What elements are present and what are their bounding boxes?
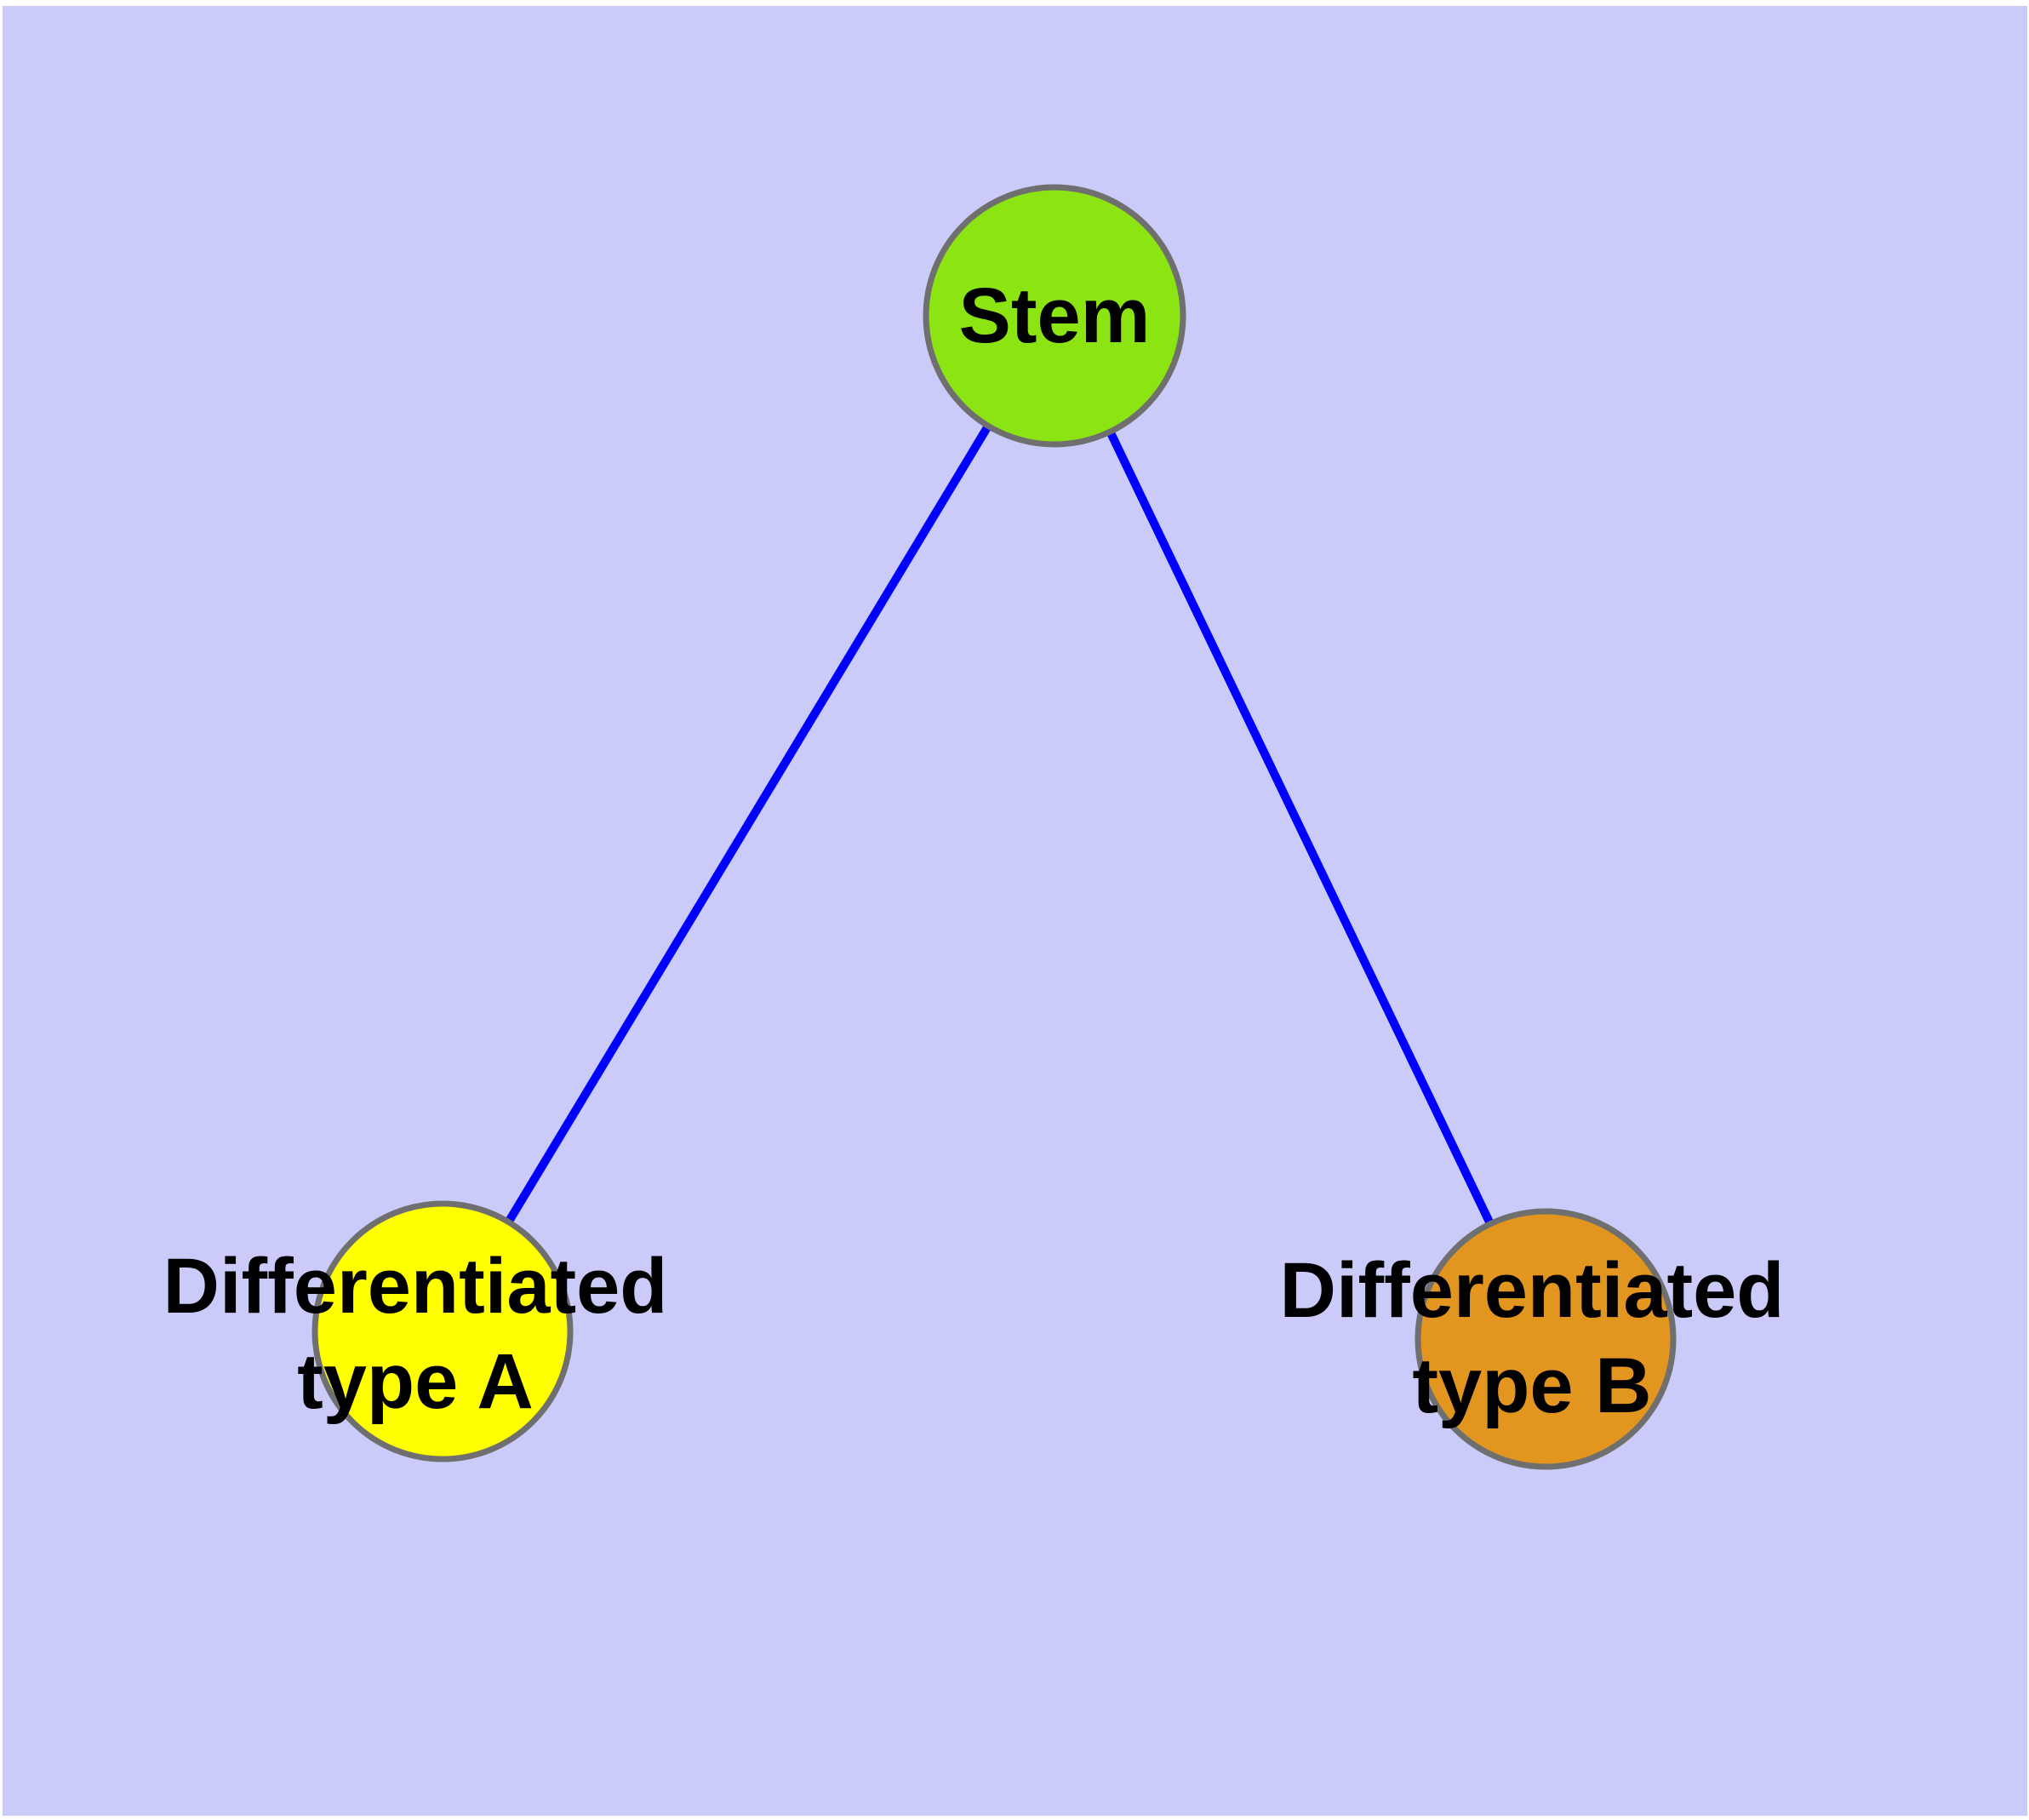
- edge-stem-to-type-b: [1050, 313, 1550, 1342]
- edge-stem-to-type-a: [438, 313, 1059, 1334]
- node-stem-circle: [923, 184, 1186, 448]
- node-type-b-circle: [1415, 1208, 1677, 1470]
- node-type-a-circle: [311, 1200, 574, 1462]
